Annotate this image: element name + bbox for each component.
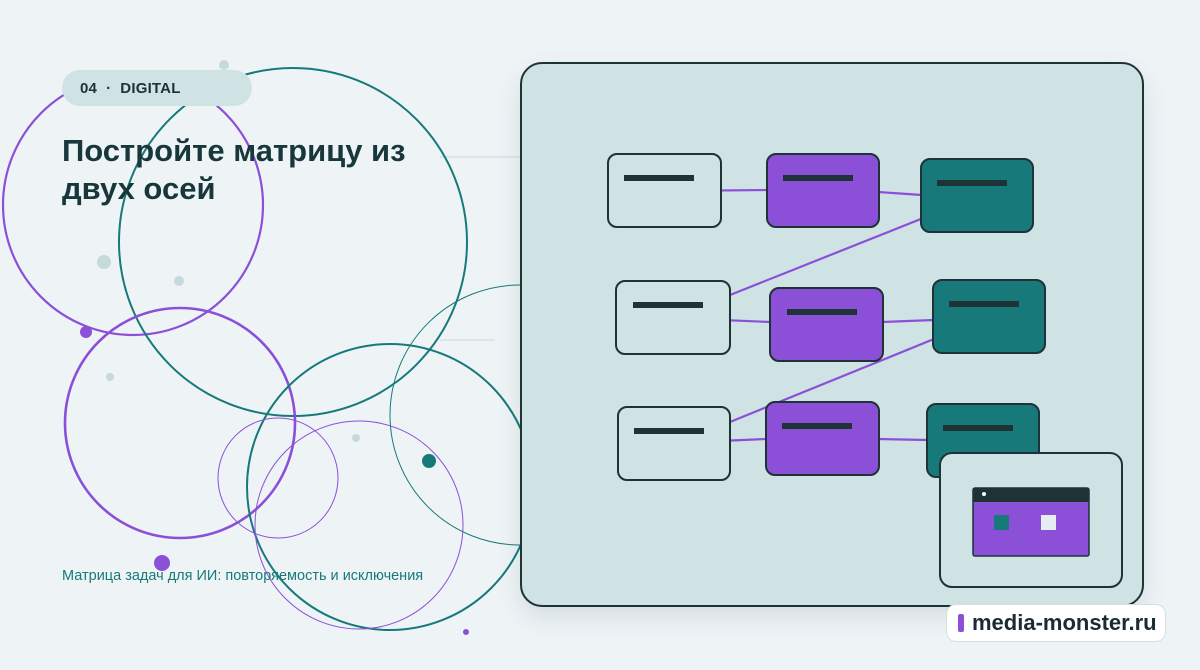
dot — [463, 629, 469, 635]
dot — [97, 255, 111, 269]
node-purple — [766, 153, 880, 228]
node-label-bar — [624, 175, 694, 181]
connector — [881, 318, 935, 324]
node-light — [607, 153, 722, 228]
node-purple — [765, 401, 880, 476]
node-label-bar — [949, 301, 1019, 307]
brand-text: media-monster.ru — [972, 610, 1157, 635]
subtitle: Матрица задач для ИИ: повторяемость и ис… — [62, 568, 424, 584]
circle-purple-small — [217, 417, 339, 539]
connector — [877, 190, 923, 197]
section-label: DIGITAL — [120, 79, 181, 97]
dot — [174, 276, 184, 286]
page-title: Постройте матрицу из двух осей — [62, 133, 406, 206]
window-square-light — [1041, 515, 1056, 530]
node-light — [617, 406, 731, 481]
node-label-bar — [937, 180, 1007, 186]
section-number: 04 — [80, 79, 98, 97]
node-label-bar — [943, 425, 1013, 431]
window-dot-icon — [982, 492, 986, 496]
dot — [106, 373, 114, 381]
node-label-bar — [782, 423, 852, 429]
circle-teal-large — [118, 67, 468, 417]
dot — [422, 454, 436, 468]
dot — [80, 326, 92, 338]
node-label-bar — [634, 428, 704, 434]
window-titlebar — [973, 488, 1089, 502]
matrix-row-2 — [615, 279, 1046, 362]
node-label-bar — [787, 309, 857, 315]
node-label-bar — [633, 302, 703, 308]
node-purple — [769, 287, 884, 362]
node-teal — [920, 158, 1034, 233]
dot — [219, 60, 229, 70]
mini-window-card — [939, 452, 1123, 588]
circle-purple-mid — [63, 306, 297, 540]
window-square-teal — [994, 515, 1009, 530]
section-separator: · — [106, 79, 112, 97]
section-pill: 04 · DIGITAL — [62, 70, 252, 106]
circle-purple-thin — [254, 420, 464, 630]
brand-badge[interactable]: media-monster.ru — [946, 604, 1166, 642]
node-light — [615, 280, 731, 355]
brand-accent-bar — [958, 614, 964, 632]
matrix-row-1 — [607, 153, 1034, 233]
node-teal — [932, 279, 1046, 354]
connector — [877, 437, 929, 442]
dot — [154, 555, 170, 571]
dot — [352, 434, 360, 442]
node-label-bar — [783, 175, 853, 181]
